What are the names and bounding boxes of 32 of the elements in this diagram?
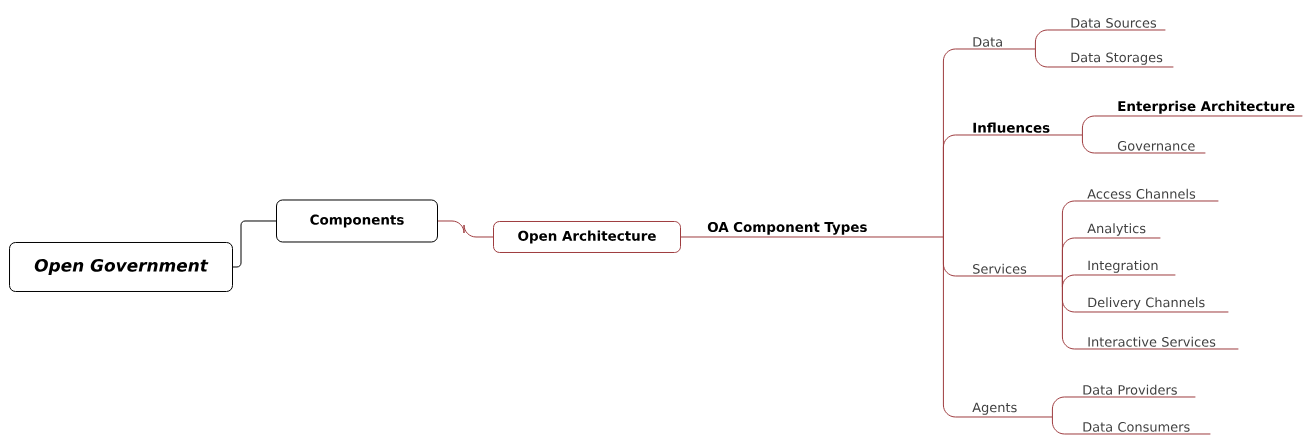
branch-line [942,236,966,418]
branch-line [437,220,494,238]
branch-topic: Data Providers [1074,384,1196,398]
branch-topic: Services [964,263,1063,277]
root-box: Open Government [9,242,233,292]
topic-box: Components [276,199,438,243]
branch-line [1051,416,1076,435]
branch-line [1061,275,1081,350]
branch-topic: Integration [1079,260,1176,276]
branch-line [680,236,701,238]
branch-line [232,220,277,268]
branch-topic: Delivery Channels [1079,297,1229,313]
branch-line [1081,134,1111,154]
branch-line [1061,237,1081,277]
branch-topic: Influences [964,122,1083,136]
branch-line [1034,48,1064,68]
branch-topic: OA Component Types [699,221,944,238]
branch-topic: Data [964,37,1036,50]
branch-line [942,134,966,238]
branch-topic: Data Storages [1062,52,1174,68]
branch-topic: Analytics [1079,223,1161,239]
branch-topic: Interactive Services [1079,336,1239,350]
topic-box: Open Architecture [493,221,681,253]
branch-topic: Enterprise Architecture [1109,100,1303,117]
branch-line [1034,29,1064,50]
branch-topic: Access Channels [1079,188,1219,202]
branch-line [1051,396,1076,418]
branch-topic: Data Sources [1062,18,1166,31]
branch-topic: Data Consumers [1074,422,1211,435]
branch-topic: Governance [1109,141,1206,154]
branch-line [1081,115,1111,136]
branch-topic: Agents [964,402,1053,418]
